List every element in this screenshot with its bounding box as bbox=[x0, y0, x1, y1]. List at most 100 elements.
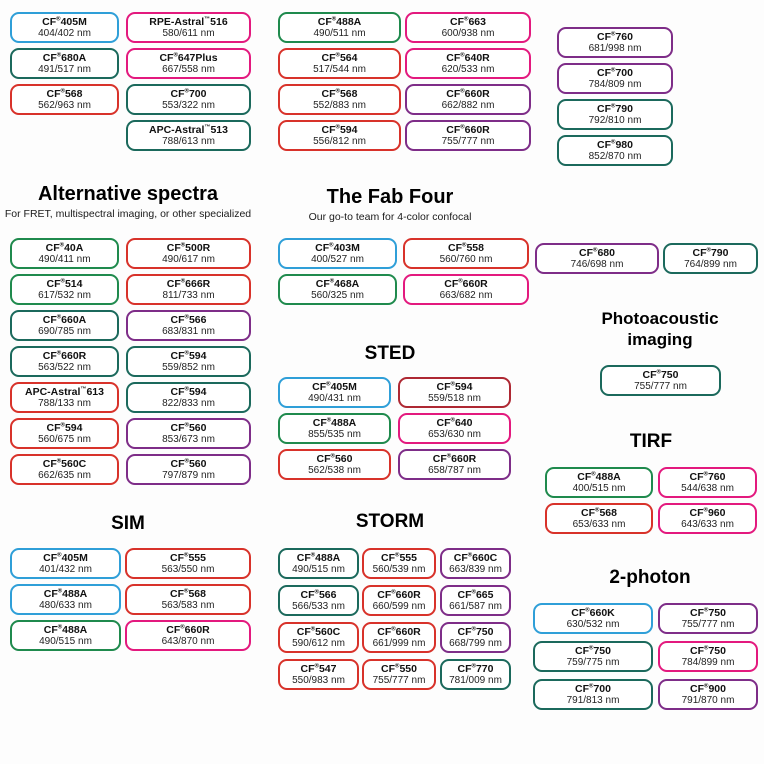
dye-name: CF®568 bbox=[46, 87, 83, 100]
dye-name: RPE-Astral™516 bbox=[149, 15, 228, 28]
dye-name: CF®750 bbox=[642, 368, 679, 381]
section-title: The Fab Four bbox=[326, 186, 454, 208]
dye-range: 668/799 nm bbox=[449, 637, 502, 649]
dye-name: CF®514 bbox=[46, 277, 83, 290]
dye-range: 653/633 nm bbox=[572, 518, 626, 530]
section-alternative-spectra-header: Alternative spectra For FRET, multispect… bbox=[0, 183, 256, 220]
dye-name: CF®760 bbox=[689, 470, 726, 483]
dye-name: CF®660R bbox=[377, 625, 421, 638]
dye-name: CF®568 bbox=[321, 87, 358, 100]
dye-name: CF®750 bbox=[457, 625, 494, 638]
dye-name: CF®660R bbox=[166, 623, 210, 636]
section-subtitle: Our go-to team for 4-color confocal bbox=[308, 211, 472, 223]
dye-name: CF®647Plus bbox=[159, 51, 218, 64]
dye-name: CF®405M bbox=[312, 380, 357, 393]
dye-range: 490/511 nm bbox=[313, 27, 366, 39]
dye-range: 480/633 nm bbox=[39, 599, 92, 611]
dye-name: CF®488A bbox=[317, 15, 362, 28]
dye-range: 662/635 nm bbox=[38, 469, 91, 481]
dye-range: 517/544 nm bbox=[313, 63, 366, 75]
dye-name: CF®560 bbox=[170, 457, 207, 470]
dye-name: CF®547 bbox=[300, 662, 337, 675]
section-title: STED bbox=[364, 343, 416, 364]
dye-range: 400/515 nm bbox=[572, 482, 626, 494]
dye-range: 784/899 nm bbox=[681, 656, 735, 668]
dye-range: 552/883 nm bbox=[313, 99, 366, 111]
dye-range: 490/431 nm bbox=[308, 392, 361, 404]
section-title: 2-photon bbox=[609, 567, 691, 588]
dye-range: 590/612 nm bbox=[292, 637, 345, 649]
dye-name: APC-Astral™513 bbox=[149, 123, 228, 136]
section-subtitle: For FRET, multispectral imaging, or othe… bbox=[4, 208, 252, 220]
dye-range: 560/539 nm bbox=[372, 563, 426, 575]
dye-range: 759/775 nm bbox=[566, 656, 620, 668]
dye-range: 667/558 nm bbox=[162, 63, 215, 75]
dye-name: CF®750 bbox=[690, 644, 726, 657]
dye-range: 563/550 nm bbox=[161, 563, 215, 575]
dye-range: 852/870 nm bbox=[588, 150, 642, 162]
dye-name: CF®660K bbox=[571, 606, 615, 619]
dye-range: 580/611 nm bbox=[162, 27, 215, 39]
section-sim-header: SIM bbox=[0, 513, 256, 535]
dye-name: CF®700 bbox=[575, 682, 611, 695]
dye-range: 855/535 nm bbox=[308, 428, 361, 440]
dye-name: CF®500R bbox=[166, 241, 211, 254]
section-title: Alternative spectra bbox=[37, 183, 219, 205]
dye-range: 781/009 nm bbox=[449, 674, 502, 686]
dye-name: CF®566 bbox=[300, 588, 337, 601]
dye-range: 401/432 nm bbox=[39, 563, 92, 575]
dye-name: CF®660R bbox=[444, 277, 488, 290]
dye-range: 784/809 nm bbox=[588, 78, 642, 90]
dye-name: CF®594 bbox=[46, 421, 83, 434]
dye-range: 853/673 nm bbox=[162, 433, 215, 445]
dye-range: 663/682 nm bbox=[439, 289, 493, 301]
dye-name: CF®405M bbox=[42, 15, 87, 28]
dye-name: CF®488A bbox=[577, 470, 621, 483]
dye-name: CF®660C bbox=[453, 551, 498, 564]
dye-name: CF®564 bbox=[321, 51, 358, 64]
dye-name: CF®560 bbox=[316, 452, 353, 465]
